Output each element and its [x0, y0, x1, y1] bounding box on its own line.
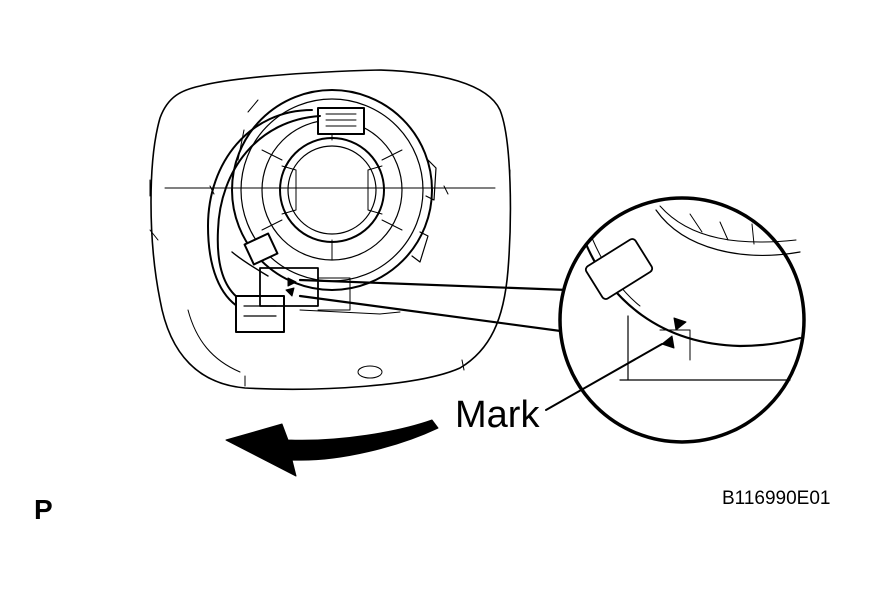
triangle-mark-icon — [673, 317, 687, 331]
curved-arrow-left-icon — [225, 419, 439, 477]
mark-label: Mark — [455, 394, 540, 436]
figure-code: B116990E01 — [722, 488, 831, 509]
triangle-mark-icon — [287, 277, 297, 287]
mark-leader-line — [545, 343, 663, 411]
magnified-detail-view — [558, 196, 806, 444]
mark-area-detail — [259, 267, 401, 315]
wire-harness — [207, 109, 321, 333]
triangle-mark-icon — [661, 335, 675, 349]
magnifier-leader-lines — [298, 278, 570, 334]
view-letter: P — [34, 494, 53, 525]
triangle-mark-icon — [285, 287, 295, 297]
